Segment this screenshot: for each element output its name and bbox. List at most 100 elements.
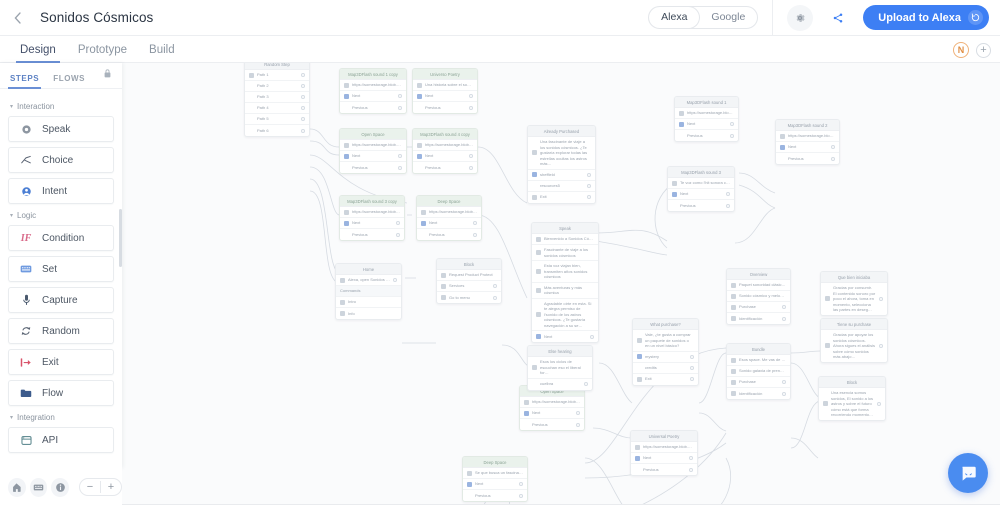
flow-node-row[interactable]: Gracias por apoyar los sonidos cósmicos.… xyxy=(821,330,887,362)
flow-node-row[interactable]: Una esencia somos sonidos, El sonido a l… xyxy=(819,388,885,420)
flow-node-port[interactable] xyxy=(831,145,835,149)
flow-node-row[interactable]: cuelbra xyxy=(528,379,592,390)
flow-node-port[interactable] xyxy=(690,365,694,370)
flow-node-row[interactable]: Agradable oírte en esta. Si te alegra pe… xyxy=(532,299,598,331)
flow-node-row[interactable]: Previous xyxy=(631,464,697,475)
flow-node-port[interactable] xyxy=(587,195,591,199)
flow-node-row[interactable]: Next xyxy=(340,91,406,102)
flow-node-row[interactable]: Next xyxy=(520,408,584,419)
flow-node-row[interactable]: Previous xyxy=(668,200,734,211)
flow-node-port[interactable] xyxy=(493,284,497,288)
steps-group-integration[interactable]: ▾Integration xyxy=(10,413,114,422)
lock-icon[interactable] xyxy=(103,66,112,88)
flow-node-row[interactable]: Commands xyxy=(336,286,401,297)
flow-node-row[interactable]: https://somestorage.blob.core… xyxy=(417,207,481,218)
flow-node-row[interactable]: Info xyxy=(336,308,401,319)
flow-node-port[interactable] xyxy=(730,133,734,138)
flow-node-row[interactable]: Purchase xyxy=(727,302,790,313)
flow-node-port[interactable] xyxy=(301,95,305,99)
flow-node-row[interactable]: Esta voz viajan bien, transmiten años so… xyxy=(532,261,598,283)
flow-node-port[interactable] xyxy=(469,105,473,110)
flow-node-row[interactable]: Next xyxy=(463,479,527,490)
flow-node-port[interactable] xyxy=(730,122,734,126)
flow-node-row[interactable]: Exit xyxy=(633,374,698,385)
flow-node-port[interactable] xyxy=(831,156,835,161)
flow-node-row[interactable]: Next xyxy=(340,218,404,229)
flow-node-row[interactable]: credits xyxy=(633,363,698,374)
flow-node-port[interactable] xyxy=(782,305,786,309)
flow-node-row[interactable]: Te voz como l'hit sonora categorías… xyxy=(668,178,734,189)
flow-node-row[interactable]: Purchase xyxy=(727,377,790,388)
tab-steps[interactable]: STEPS xyxy=(7,74,42,89)
flow-node-row[interactable]: Paquet sonoridad clásica de… xyxy=(727,280,790,291)
flow-node-row[interactable]: Bienvenido a Sonidos Cósmicos xyxy=(532,234,598,245)
zoom-in-button[interactable]: + xyxy=(107,481,115,493)
step-item-set[interactable]: Set xyxy=(8,256,114,282)
chat-launcher-button[interactable] xyxy=(948,453,988,493)
flow-node-port[interactable] xyxy=(301,106,305,110)
step-item-api[interactable]: API xyxy=(8,427,114,453)
step-item-speak[interactable]: Speak xyxy=(8,116,114,142)
flow-node-row[interactable]: Path 2 xyxy=(245,81,309,92)
flow-node-port[interactable] xyxy=(393,278,397,282)
flow-node-port[interactable] xyxy=(396,221,400,225)
flow-node-port[interactable] xyxy=(879,343,883,348)
flow-node-row[interactable]: Next xyxy=(532,331,598,342)
flow-node-row[interactable]: Next xyxy=(776,142,839,153)
flow-node-port[interactable] xyxy=(519,482,523,486)
tab-design[interactable]: Design xyxy=(16,44,60,63)
flow-node-port[interactable] xyxy=(301,84,305,88)
flow-node-port[interactable] xyxy=(726,203,730,208)
flow-node-row[interactable]: Request Product Protect xyxy=(437,270,501,281)
flow-node-row[interactable]: sheffield xyxy=(528,170,595,181)
flow-node-row[interactable]: https://somestorage.blob.core… xyxy=(631,442,697,453)
flow-node-port[interactable] xyxy=(301,73,305,77)
flow-node-row[interactable]: Sonido galaxia de prendigo l'a… xyxy=(727,366,790,377)
flow-node-port[interactable] xyxy=(493,295,497,300)
tab-flows[interactable]: FLOWS xyxy=(53,74,86,83)
tab-prototype[interactable]: Prototype xyxy=(77,44,128,56)
flow-node-port[interactable] xyxy=(689,456,693,460)
flow-node-port[interactable] xyxy=(519,493,523,498)
flow-node-row[interactable]: Previous xyxy=(340,229,404,240)
step-item-exit[interactable]: Exit xyxy=(8,349,114,375)
steps-group-interaction[interactable]: ▾Interaction xyxy=(10,102,114,111)
flow-node-row[interactable]: Next xyxy=(340,151,406,162)
flow-node-port[interactable] xyxy=(584,382,588,386)
flow-node-port[interactable] xyxy=(469,94,473,98)
flow-node-port[interactable] xyxy=(587,183,591,188)
flow-node-port[interactable] xyxy=(690,354,694,359)
step-item-flow[interactable]: Flow xyxy=(8,380,114,406)
flow-node-row[interactable]: Identificación xyxy=(727,313,790,324)
flow-node-port[interactable] xyxy=(587,172,591,177)
back-button[interactable] xyxy=(0,0,34,36)
flow-node-row[interactable]: https://somestorage.blob.core… xyxy=(340,207,404,218)
flow-node-row[interactable]: Una fascinante de viaje a los sonidos có… xyxy=(528,137,595,170)
flow-node[interactable]: What purchase?Vale, ¿te gusta a comprar … xyxy=(632,318,699,386)
gear-icon[interactable] xyxy=(787,4,814,31)
info-icon[interactable] xyxy=(51,477,70,497)
flow-node-port[interactable] xyxy=(879,296,883,301)
flow-node-row[interactable]: resources5 xyxy=(528,181,595,192)
flow-node-port[interactable] xyxy=(590,334,594,339)
flow-node-row[interactable]: https://somestorage.blob.core… xyxy=(520,397,584,408)
flow-node-row[interactable]: Previous xyxy=(340,102,406,113)
step-item-capture[interactable]: Capture xyxy=(8,287,114,313)
flow-node-row[interactable]: Identificación xyxy=(727,388,790,399)
flow-node-row[interactable]: Alexa, open Sonidos Cósmicos xyxy=(336,275,401,286)
flow-node-port[interactable] xyxy=(469,154,473,158)
flow-node-row[interactable]: https://somestorage.blob.core… xyxy=(340,140,406,151)
flow-node-row[interactable]: Previous xyxy=(417,229,481,240)
flow-node-row[interactable]: Previous xyxy=(340,162,406,173)
flow-node-port[interactable] xyxy=(398,165,402,170)
